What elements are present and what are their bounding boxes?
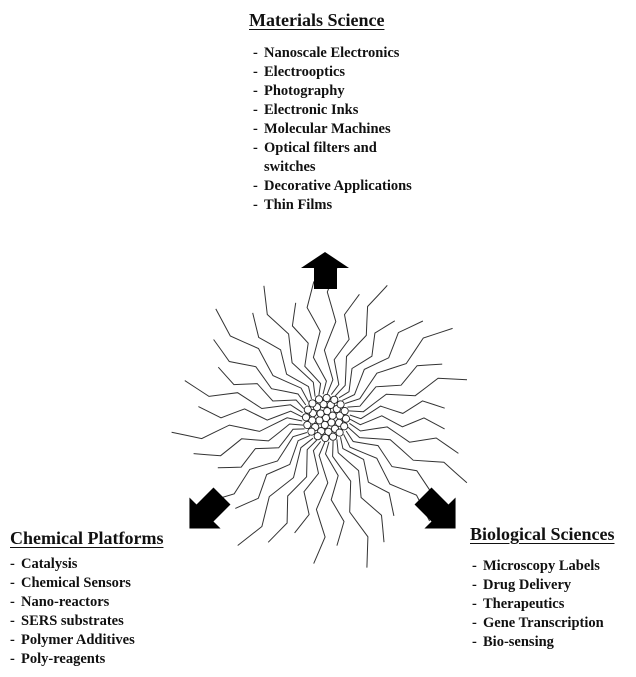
materials-list: -Nanoscale Electronics -Electrooptics -P… (253, 44, 412, 215)
ligand-chain (340, 436, 395, 517)
ligand-chain (349, 415, 445, 430)
list-item: -Optical filters and (253, 140, 377, 156)
ligand-chain (217, 428, 305, 469)
ligand-chains (171, 263, 468, 568)
ligand-chain (336, 439, 385, 543)
chemical-heading: Chemical Platforms (10, 528, 164, 548)
materials-heading: Materials Science (249, 10, 385, 30)
ligand-chain (306, 281, 327, 395)
ligand-chain (347, 426, 468, 484)
list-item: -Drug Delivery (472, 577, 572, 593)
core-atom (340, 406, 349, 416)
list-item: -Electronic Inks (253, 102, 359, 118)
ligand-chain (235, 435, 310, 509)
chemical-list: -Catalysis -Chemical Sensors -Nano-react… (10, 555, 163, 669)
ligand-chain (291, 302, 322, 396)
core-atom (335, 428, 344, 437)
ligand-chain (198, 406, 303, 421)
ligand-chain (348, 377, 468, 413)
ligand-chain (338, 320, 396, 399)
ligand-chain (313, 441, 329, 564)
ligand-chain (237, 437, 314, 546)
list-item: -Poly-reagents (10, 651, 106, 667)
chemical-platforms-panel: Chemical Platforms -Catalysis -Chemical … (10, 528, 163, 669)
core-atom (320, 420, 329, 429)
ligand-chain (332, 440, 369, 568)
core-atom (301, 413, 311, 422)
ligand-chain (345, 430, 432, 492)
list-item: -SERS substrates (10, 613, 124, 629)
ligand-chain (217, 366, 305, 410)
ligand-chain (263, 285, 316, 397)
nanoparticle-icon (301, 393, 351, 443)
ligand-chain (215, 308, 309, 402)
core-atom (307, 427, 316, 436)
core-atom (323, 407, 332, 416)
ligand-chain (343, 434, 431, 522)
ligand-chain (349, 422, 459, 454)
ligand-chain (324, 441, 345, 546)
core-atom (314, 395, 324, 404)
ligand-chain (334, 285, 388, 397)
list-item: -Nano-reactors (10, 594, 110, 610)
list-item: -Bio-sensing (472, 634, 554, 650)
core-atom (336, 400, 345, 409)
list-item: -Polymer Additives (10, 632, 135, 648)
ligand-chain (267, 439, 318, 543)
ligand-chain (344, 327, 453, 404)
list-item: -Microscopy Labels (472, 558, 600, 574)
ligand-chain (330, 294, 360, 395)
ligand-chain (342, 320, 424, 401)
biological-sciences-panel: Biological Sciences -Microscopy Labels -… (470, 524, 614, 652)
list-item: -Nanoscale Electronics (253, 45, 400, 61)
list-item: -Decorative Applications (253, 178, 412, 194)
core-atom (328, 411, 337, 420)
arrow-down-left-icon (189, 487, 231, 529)
list-item: -Catalysis (10, 556, 78, 572)
core-atom (321, 433, 330, 443)
list-item: -Photography (253, 83, 345, 99)
arrow-up-icon (301, 252, 349, 289)
list-item: -Thin Films (253, 197, 333, 213)
core-atom (303, 420, 312, 430)
core-atom (313, 432, 322, 441)
list-item: -Molecular Machines (253, 121, 391, 137)
ligand-chain (347, 363, 443, 408)
core-atom (341, 414, 351, 423)
list-item: -Therapeutics (472, 596, 565, 612)
list-item: -Chemical Sensors (10, 575, 131, 591)
core-atom (315, 416, 324, 425)
ligand-chain (206, 432, 308, 503)
core-atom (330, 395, 339, 404)
biological-heading: Biological Sciences (470, 524, 615, 544)
list-item: -Gene Transcription (472, 615, 604, 631)
core-atom (303, 405, 312, 414)
arrow-down-right-icon (414, 487, 456, 529)
ligand-chain (171, 417, 303, 440)
ligand-chain (184, 380, 303, 414)
list-item-continuation: switches (264, 159, 316, 175)
ligand-chain (294, 441, 322, 534)
ligand-chain (349, 400, 445, 420)
list-item: -Electrooptics (253, 64, 346, 80)
core-atom (308, 399, 317, 408)
ligand-chain (252, 312, 312, 400)
ligand-chain (213, 339, 307, 406)
core-atom (328, 432, 338, 441)
core-atom (322, 393, 331, 403)
biological-list: -Microscopy Labels -Drug Delivery -Thera… (472, 557, 614, 652)
ligand-chain (193, 423, 304, 457)
core-atom (340, 422, 349, 431)
